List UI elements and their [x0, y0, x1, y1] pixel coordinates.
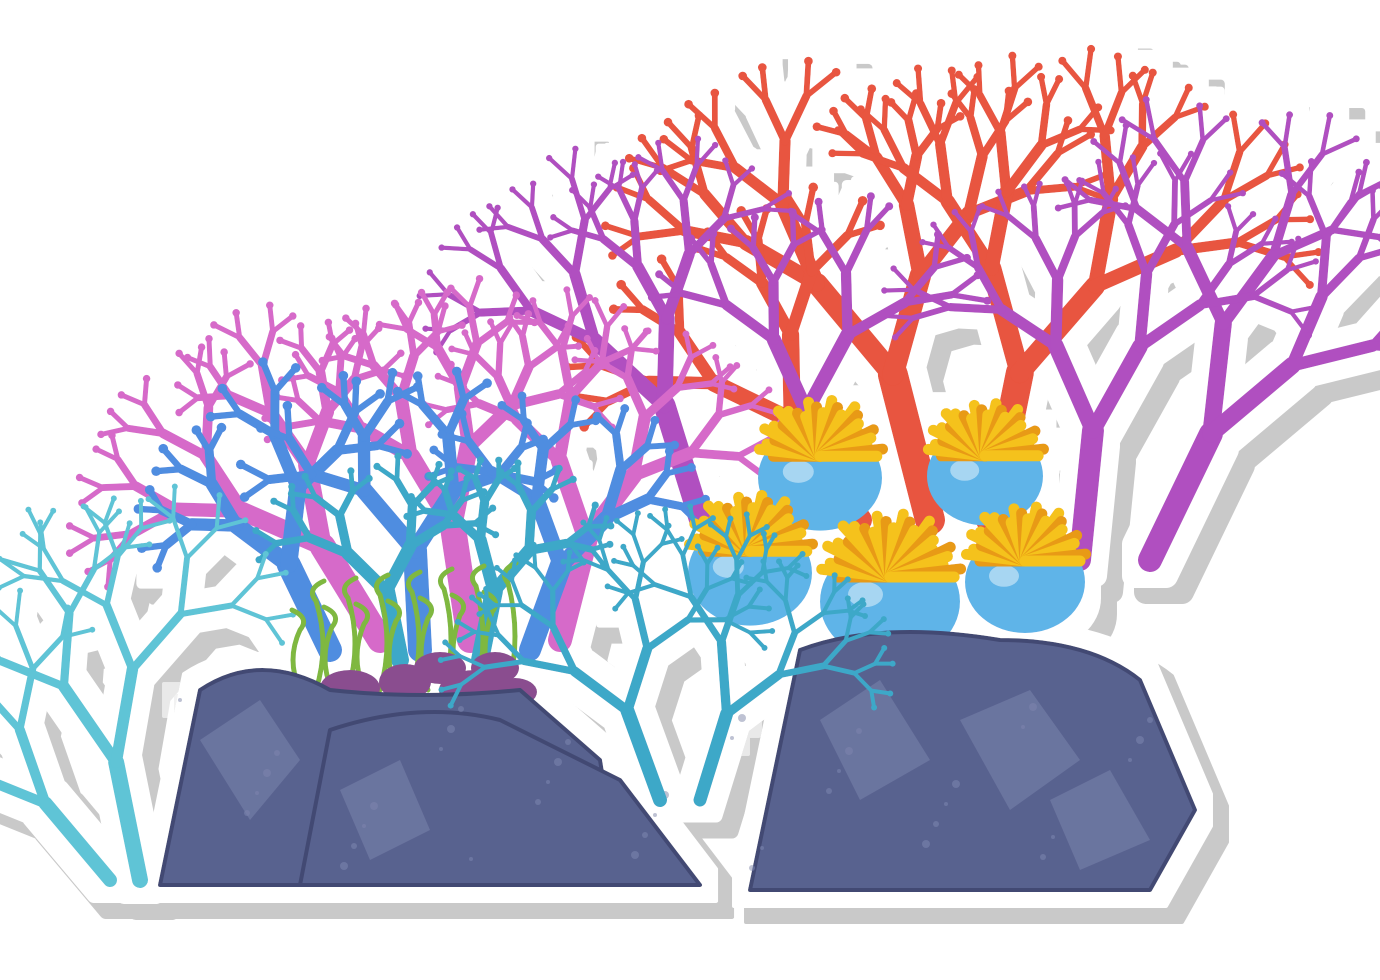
rock-spot [1136, 736, 1144, 744]
rock-spot [922, 840, 930, 848]
rock-spot [845, 747, 853, 755]
rock-spot [1040, 854, 1046, 860]
rock-spot [263, 769, 271, 777]
rock-spot [565, 739, 571, 745]
rock-spot [439, 747, 443, 751]
teal-coral-middle [437, 503, 896, 807]
rock-spot [447, 725, 455, 733]
rock-facet [1050, 770, 1150, 870]
rock-right [748, 630, 1197, 892]
sticker-art [0, 44, 1380, 892]
rock-facet [200, 700, 300, 820]
rock-spot [738, 714, 746, 722]
rock-spot [952, 780, 960, 788]
anemone [960, 501, 1092, 633]
rock-spot [1029, 703, 1037, 711]
rock-facet [820, 680, 930, 800]
anemone [816, 508, 967, 661]
rock-spot [1051, 835, 1055, 839]
rock-facet [960, 690, 1080, 810]
teal-coral-middle [604, 503, 896, 807]
rock-spot [837, 769, 841, 773]
rock-spot [856, 728, 862, 734]
anemone-tentacles [922, 398, 1050, 462]
anemone-tentacles [754, 394, 889, 462]
rock-spot [370, 802, 378, 810]
rocks [158, 630, 1197, 892]
purple-coral [1054, 96, 1380, 572]
rock-spot [274, 750, 280, 756]
rock-facet [340, 760, 430, 860]
rock-spot [546, 780, 550, 784]
rock-spot [458, 706, 464, 712]
rock-spot [933, 821, 939, 827]
rock-spot [535, 799, 541, 805]
rock-spot [244, 810, 250, 816]
anemone-cluster [684, 394, 1092, 661]
anemone [754, 394, 889, 531]
rock-spot [749, 865, 755, 871]
rock-spot [554, 758, 562, 766]
coral-branches [65, 44, 1380, 669]
anemone-tentacles [960, 501, 1092, 567]
rock-spot [351, 843, 357, 849]
rock-spot [760, 846, 764, 850]
rock-spot [944, 802, 948, 806]
rock-spot [730, 736, 734, 740]
anemone [922, 398, 1050, 526]
rock-spot [826, 788, 832, 794]
rock-spot [631, 851, 639, 859]
rock-spot [1128, 758, 1132, 762]
rock-spot [255, 791, 259, 795]
rock-middle [298, 710, 702, 887]
rock-spot [1021, 725, 1025, 729]
teal-coral-left [0, 483, 297, 888]
rock-spot [340, 862, 348, 870]
rock-spot [1147, 717, 1153, 723]
front-coral [0, 483, 537, 888]
rock-spot [642, 832, 648, 838]
teal-coral-left [0, 587, 117, 887]
rock-spot [653, 813, 657, 817]
rock-spot [178, 698, 182, 702]
purple-coral [879, 150, 1322, 571]
teal-coral-middle [437, 510, 776, 807]
rock-spot [469, 857, 473, 861]
rock-spot [362, 824, 366, 828]
anemone-tentacles [816, 508, 967, 583]
